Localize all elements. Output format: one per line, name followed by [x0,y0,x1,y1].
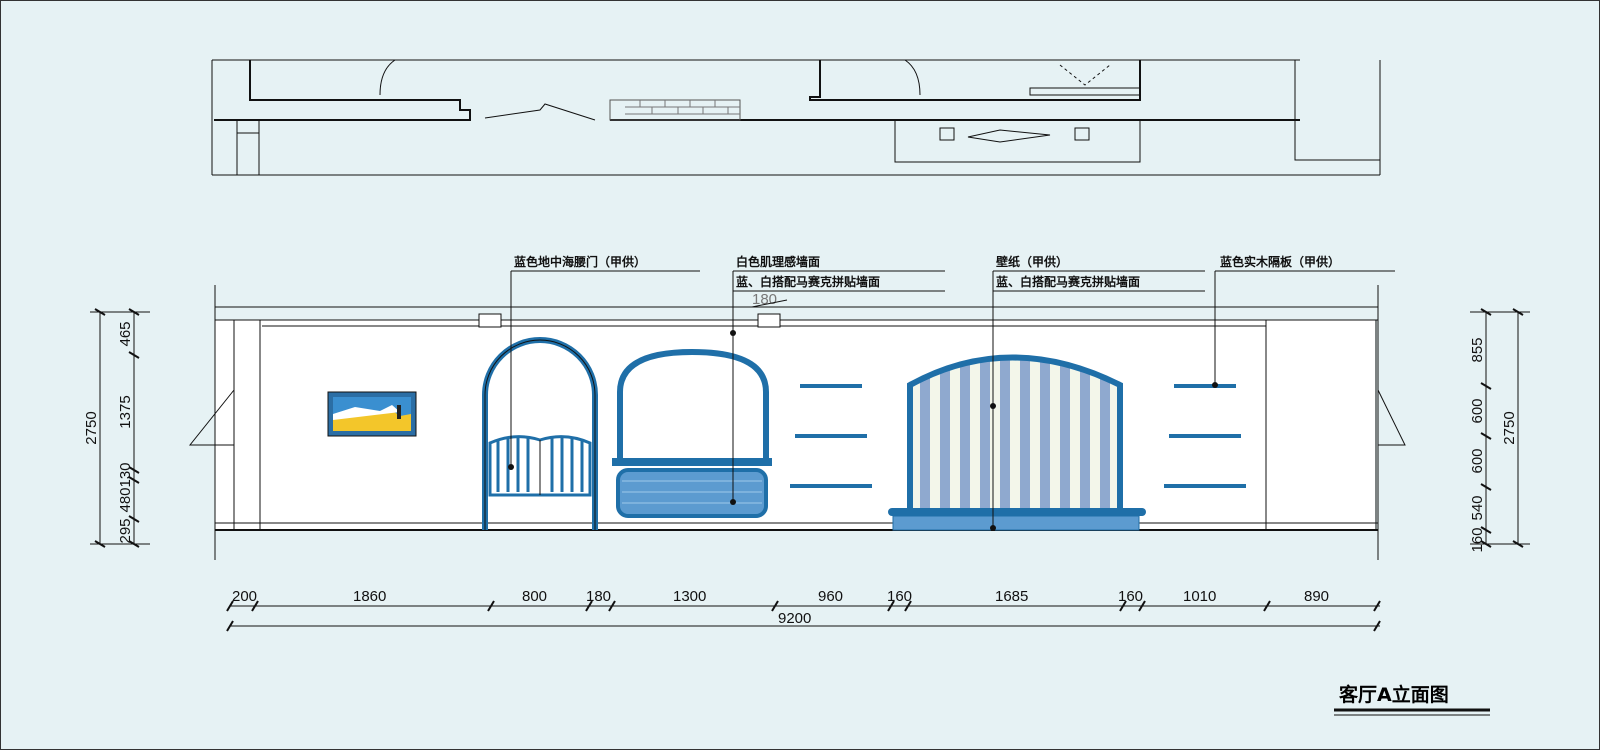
label-mosaic-2: 蓝、白搭配马赛克拼贴墙面 [996,274,1140,289]
dim-bottom-4: 1300 [673,588,706,605]
dim-right-0: 855 [1469,337,1486,362]
shelves-right [1164,384,1246,488]
dim-left-3: 480 [117,487,134,512]
dim-bottom-10: 890 [1304,588,1329,605]
dim-right-1: 600 [1469,398,1486,423]
left-dimensions [90,308,150,548]
dim-bottom-2: 800 [522,588,547,605]
mosaic-panel [616,468,768,518]
dim-left-4: 295 [117,518,134,543]
dim-left-2: 130 [117,462,134,487]
mediterranean-door [482,337,598,530]
plan-view [211,59,1381,176]
arched-niche [612,348,772,518]
label-mosaic-1: 蓝、白搭配马赛克拼贴墙面 [736,274,880,289]
dim-left-total: 2750 [83,411,100,444]
dim-bottom-3: 180 [586,588,611,605]
dim-right-4: 160 [1469,527,1486,552]
shelves-left [790,384,872,488]
wallpaper-arch [888,354,1146,531]
label-white-wall: 白色肌理感墙面 [736,254,820,269]
label-shelf: 蓝色实木隔板（甲供） [1220,254,1340,269]
right-dimensions [1470,308,1530,548]
dim-bottom-9: 1010 [1183,588,1216,605]
dim-right-total: 2750 [1501,411,1518,444]
bottom-dimensions [226,600,1381,632]
dim-bottom-0: 200 [232,588,257,605]
dim-left-1: 1375 [117,395,134,428]
dim-bottom-1: 1860 [353,588,386,605]
dim-left-0: 465 [117,321,134,346]
dim-bottom-7: 1685 [995,588,1028,605]
label-wallpaper: 壁纸（甲供） [996,254,1068,269]
dim-bottom-8: 160 [1118,588,1143,605]
drawing-title: 客厅A立面图 [1339,683,1449,706]
brick-hatch [609,99,741,121]
dim-top-small: 180 [752,291,777,308]
elevation-view [188,270,1406,560]
dim-right-2: 600 [1469,448,1486,473]
dim-bottom-5: 960 [818,588,843,605]
wall-painting [327,391,417,437]
dim-right-3: 540 [1469,495,1486,520]
dim-bottom-6: 160 [887,588,912,605]
dim-bottom-total: 9200 [778,610,811,627]
label-door: 蓝色地中海腰门（甲供） [514,254,646,269]
